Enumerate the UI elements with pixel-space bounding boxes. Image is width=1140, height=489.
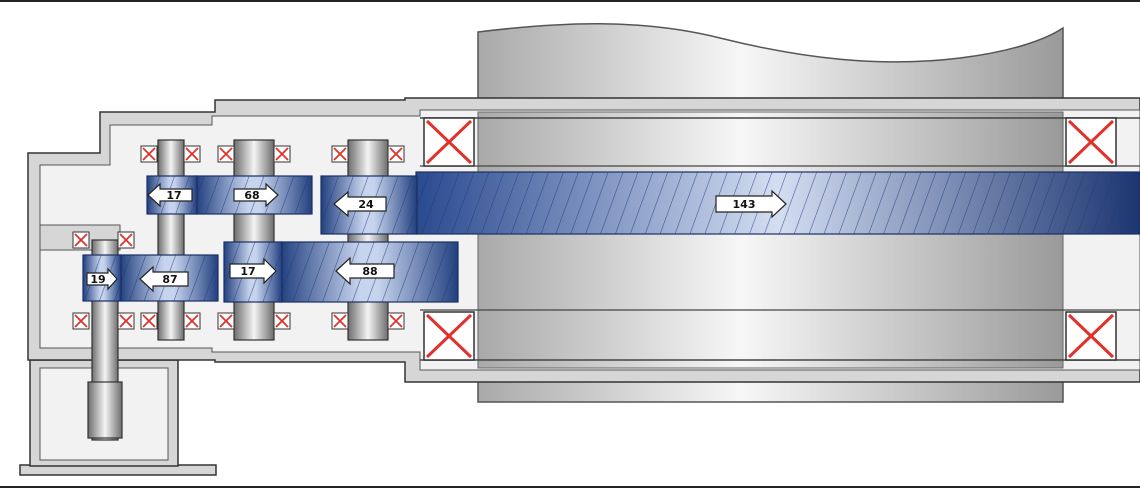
arrow-right-icon xyxy=(715,189,787,219)
small-bearing-3 xyxy=(117,312,135,330)
large-bearing-bottom-left xyxy=(423,311,475,361)
arrow-gear-143: 143 xyxy=(715,189,787,219)
drum-inner xyxy=(477,111,1064,369)
arrow-gear-87: 87 xyxy=(139,265,189,293)
shaft-3 xyxy=(233,139,275,341)
gear-68 xyxy=(195,175,313,215)
arrow-left-icon xyxy=(333,190,387,218)
small-bearing-9 xyxy=(273,145,291,163)
arrow-left-icon xyxy=(147,182,193,208)
arrow-left-icon xyxy=(335,256,395,286)
shaft-2 xyxy=(157,139,185,341)
arrow-right-icon xyxy=(233,182,279,208)
small-bearing-8 xyxy=(217,145,235,163)
motor-rotor xyxy=(87,381,123,439)
large-bearing-top-right xyxy=(1065,117,1117,167)
small-bearing-11 xyxy=(273,312,291,330)
large-bearing-bottom-right xyxy=(1065,311,1117,361)
gear-label-17-upper: 17 xyxy=(166,189,181,202)
small-bearing-14 xyxy=(331,312,349,330)
small-bearing-2 xyxy=(72,312,90,330)
arrow-gear-24: 24 xyxy=(333,190,387,218)
gear-87 xyxy=(119,254,219,302)
arrow-right-icon xyxy=(86,267,118,291)
gear-label-87: 87 xyxy=(162,273,177,286)
large-bearing-top-left xyxy=(423,117,475,167)
arrow-left-icon xyxy=(139,265,189,293)
small-bearings xyxy=(72,145,405,330)
gear-label-88: 88 xyxy=(362,265,377,278)
small-bearing-15 xyxy=(387,312,405,330)
arrow-gear-17-lower: 17 xyxy=(229,257,277,285)
small-bearing-6 xyxy=(140,312,158,330)
gear-label-19: 19 xyxy=(90,273,105,286)
small-bearing-4 xyxy=(140,145,158,163)
small-bearing-13 xyxy=(387,145,405,163)
small-bearing-0 xyxy=(72,231,90,249)
small-bearing-1 xyxy=(117,231,135,249)
arrow-gear-68: 68 xyxy=(233,182,279,208)
small-bearing-5 xyxy=(183,145,201,163)
gear-label-68: 68 xyxy=(244,189,259,202)
gear-label-17-lower: 17 xyxy=(240,265,255,278)
arrow-gear-19: 19 xyxy=(86,267,118,291)
arrow-right-icon xyxy=(229,257,277,285)
small-bearing-7 xyxy=(183,312,201,330)
small-bearing-12 xyxy=(331,145,349,163)
gear-label-143: 143 xyxy=(733,198,756,211)
arrow-gear-88: 88 xyxy=(335,256,395,286)
small-bearing-10 xyxy=(217,312,235,330)
gear-label-24: 24 xyxy=(358,198,374,211)
arrow-gear-17-upper: 17 xyxy=(147,182,193,208)
shaft-4 xyxy=(347,139,389,341)
